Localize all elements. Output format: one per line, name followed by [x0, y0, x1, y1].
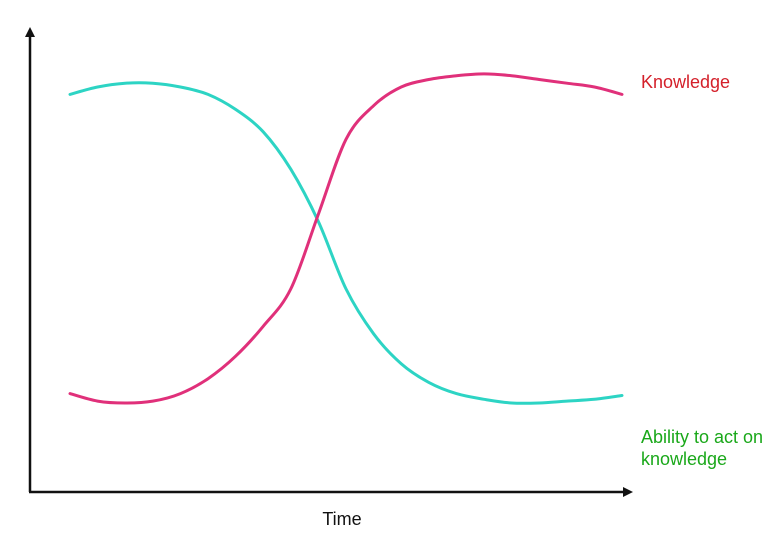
series-label-ability-line-1: Ability to act on	[641, 427, 763, 447]
series-layer	[68, 72, 624, 405]
series-label-knowledge: Knowledge	[641, 72, 730, 92]
x-axis-label: Time	[322, 509, 361, 529]
series-label-knowledge-line-1: Knowledge	[641, 72, 730, 92]
series-label-ability-line-2: knowledge	[641, 449, 727, 469]
series-line-knowledge	[68, 72, 624, 405]
series-line-ability	[68, 81, 624, 405]
series-label-ability: Ability to act on knowledge	[641, 427, 768, 469]
